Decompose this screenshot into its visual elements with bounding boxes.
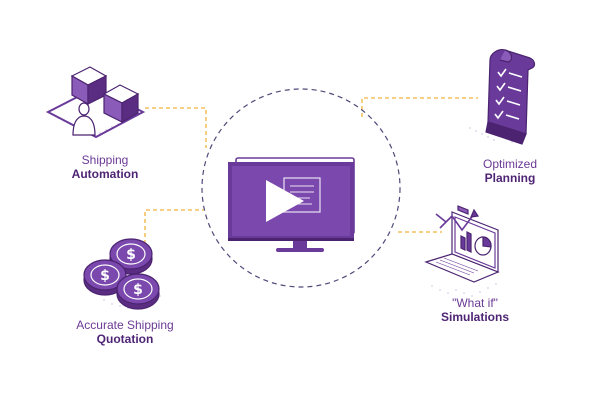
svg-text:$: $ xyxy=(133,282,143,298)
play-video-button[interactable] xyxy=(228,160,354,240)
laptop-chart-icon xyxy=(424,205,500,297)
svg-text:$: $ xyxy=(126,247,136,263)
node-label-what-if-simulations: "What if" Simulations xyxy=(420,296,530,324)
connectors xyxy=(144,97,478,258)
node-label-line2: Quotation xyxy=(96,332,154,346)
node-label-line1: Accurate Shipping xyxy=(76,318,174,332)
center-dashed-circle xyxy=(201,88,401,288)
coins-icon: $ $ $ xyxy=(83,238,161,310)
node-label-line1: Shipping xyxy=(81,153,129,167)
svg-text:$: $ xyxy=(100,268,110,284)
node-label-optimized-planning: Optimized Planning xyxy=(460,157,560,185)
node-label-line2: Simulations xyxy=(440,310,509,324)
node-label-shipping-automation: Shipping Automation xyxy=(50,153,160,181)
node-label-line1: Optimized xyxy=(482,157,538,171)
boxes-icon xyxy=(45,66,146,139)
node-label-accurate-shipping-quotation: Accurate Shipping Quotation xyxy=(55,318,195,346)
checklist-scroll-icon xyxy=(469,49,536,145)
node-label-line2: Automation xyxy=(71,167,139,181)
play-icon xyxy=(266,180,304,222)
node-label-line1: "What if" xyxy=(452,296,498,310)
connector-shipping-automation xyxy=(145,107,207,148)
monitor-icon xyxy=(228,157,355,252)
connector-optimized-planning xyxy=(361,97,478,117)
connector-accurate-shipping-quotation xyxy=(144,209,204,258)
node-label-line2: Planning xyxy=(484,171,536,185)
